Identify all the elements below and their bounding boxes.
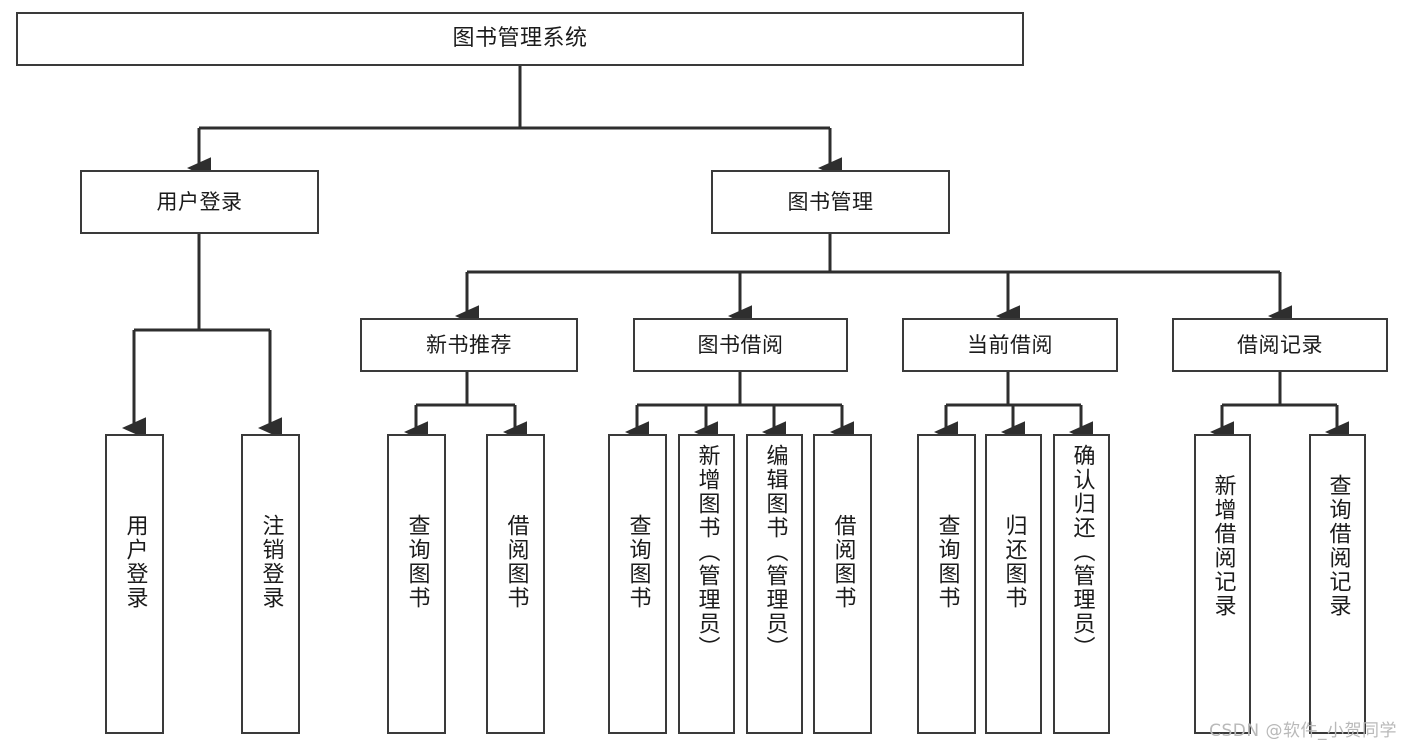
node-label: 归还图书	[1001, 514, 1027, 610]
node-current-borrow[interactable]: 当前借阅	[902, 318, 1118, 372]
node-label: 用户登录	[122, 514, 148, 610]
leaf-add-book-admin[interactable]: 新增图书（管理员）	[678, 434, 735, 734]
leaf-query-book-recommend[interactable]: 查询图书	[387, 434, 446, 734]
node-label: 确认归还（管理员）	[1069, 444, 1095, 660]
leaf-user-login[interactable]: 用户登录	[105, 434, 164, 734]
node-label: 查询图书	[934, 514, 960, 610]
node-label: 图书管理	[787, 189, 874, 214]
node-new-book-recommend[interactable]: 新书推荐	[360, 318, 578, 372]
node-label: 查询图书	[625, 514, 651, 610]
node-label: 新书推荐	[426, 332, 512, 357]
node-book-management[interactable]: 图书管理	[711, 170, 950, 234]
leaf-query-book-borrow[interactable]: 查询图书	[608, 434, 667, 734]
node-label: 注销登录	[258, 514, 284, 610]
node-label: 查询图书	[404, 514, 430, 610]
node-label: 查询借阅记录	[1325, 474, 1351, 618]
node-borrow-record[interactable]: 借阅记录	[1172, 318, 1388, 372]
node-label: 用户登录	[156, 189, 243, 214]
leaf-query-borrow-record[interactable]: 查询借阅记录	[1309, 434, 1366, 734]
node-label: 编辑图书（管理员）	[762, 444, 788, 660]
leaf-borrow-book-recommend[interactable]: 借阅图书	[486, 434, 545, 734]
node-label: 新增图书（管理员）	[694, 444, 720, 660]
node-book-borrow[interactable]: 图书借阅	[633, 318, 848, 372]
leaf-edit-book-admin[interactable]: 编辑图书（管理员）	[746, 434, 803, 734]
node-label: 借阅图书	[830, 514, 856, 610]
leaf-confirm-return-admin[interactable]: 确认归还（管理员）	[1053, 434, 1110, 734]
leaf-borrow-book[interactable]: 借阅图书	[813, 434, 872, 734]
csdn-watermark: CSDN @软件_小贺同学	[1209, 721, 1397, 741]
node-label: 图书借阅	[697, 332, 784, 357]
node-user-login[interactable]: 用户登录	[80, 170, 319, 234]
leaf-query-book-current[interactable]: 查询图书	[917, 434, 976, 734]
node-label: 当前借阅	[967, 332, 1053, 357]
node-label: 图书管理系统	[452, 26, 588, 52]
node-label: 借阅记录	[1237, 332, 1323, 357]
node-root-book-management-system[interactable]: 图书管理系统	[16, 12, 1024, 66]
leaf-return-book[interactable]: 归还图书	[985, 434, 1042, 734]
node-label: 借阅图书	[503, 514, 529, 610]
leaf-logout[interactable]: 注销登录	[241, 434, 300, 734]
leaf-add-borrow-record[interactable]: 新增借阅记录	[1194, 434, 1251, 734]
node-label: 新增借阅记录	[1210, 474, 1236, 618]
